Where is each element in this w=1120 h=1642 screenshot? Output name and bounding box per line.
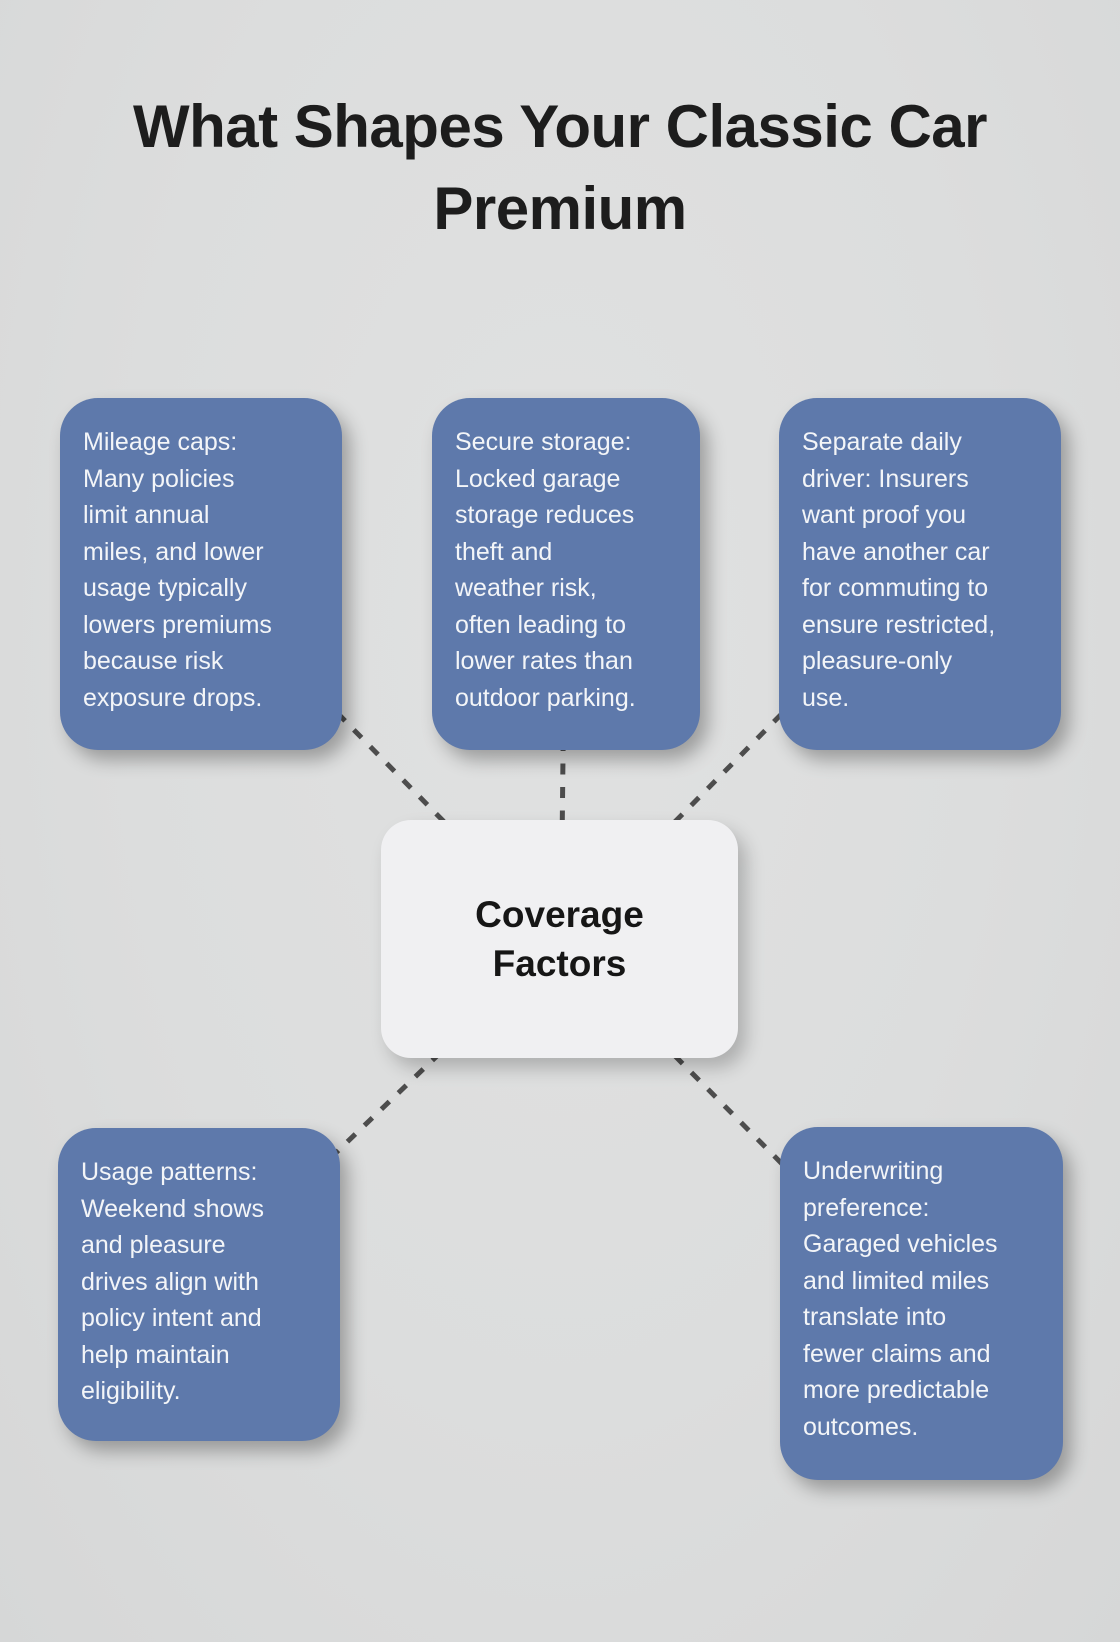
- factor-node-mileage-caps: Mileage caps: Many policies limit annual…: [60, 398, 342, 750]
- center-node: Coverage Factors: [381, 820, 738, 1058]
- page-title: What Shapes Your Classic Car Premium: [132, 93, 988, 242]
- factor-node-usage-patterns-text: Usage patterns: Weekend shows and pleasu…: [81, 1158, 264, 1405]
- factor-node-mileage-caps-text: Mileage caps: Many policies limit annual…: [83, 428, 272, 712]
- factor-node-separate-daily-driver-text: Separate daily driver: Insurers want pro…: [802, 428, 996, 712]
- factor-node-secure-storage: Secure storage: Locked garage storage re…: [432, 398, 700, 750]
- factor-node-secure-storage-text: Secure storage: Locked garage storage re…: [455, 428, 636, 712]
- factor-node-underwriting-preference-text: Underwriting preference: Garaged vehicle…: [803, 1157, 998, 1441]
- factor-node-usage-patterns: Usage patterns: Weekend shows and pleasu…: [58, 1128, 340, 1441]
- factor-node-underwriting-preference: Underwriting preference: Garaged vehicle…: [780, 1127, 1063, 1480]
- center-node-label: Coverage Factors: [475, 894, 644, 984]
- factor-node-separate-daily-driver: Separate daily driver: Insurers want pro…: [779, 398, 1061, 750]
